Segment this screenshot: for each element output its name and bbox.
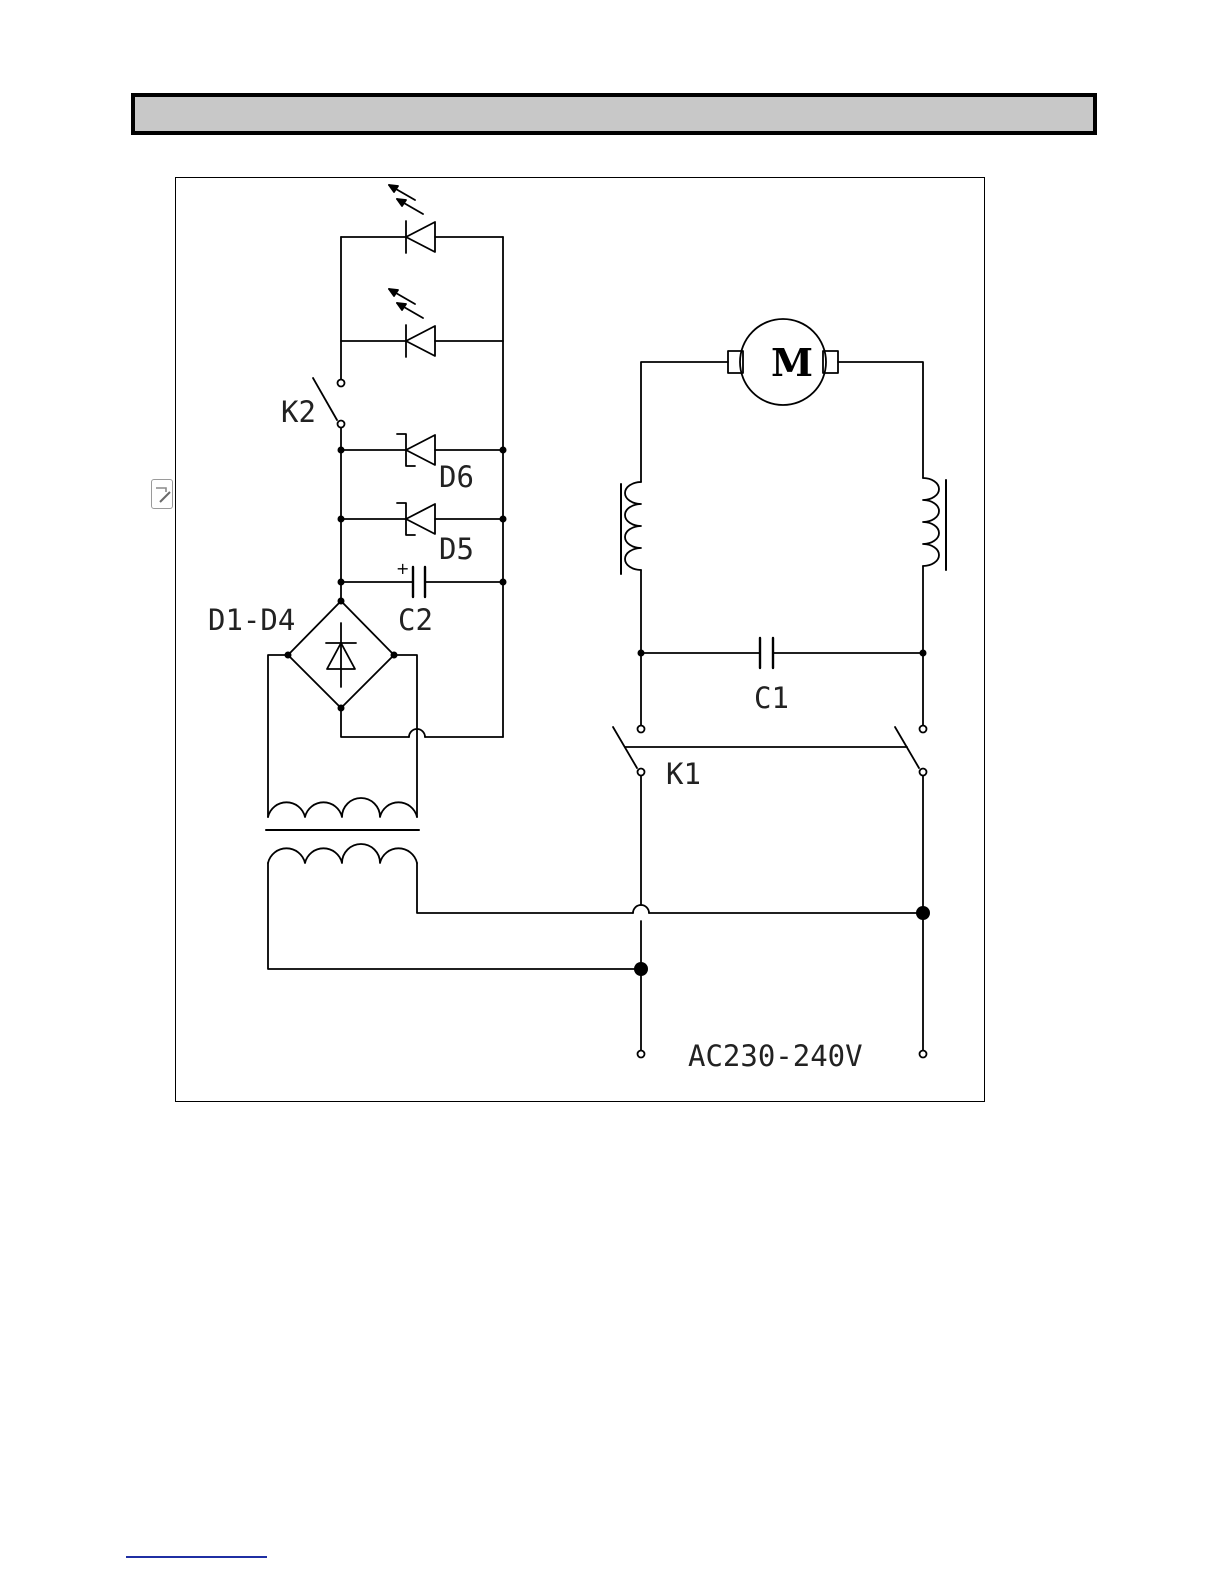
c2-label: C2 [398,603,433,637]
junction-dots [285,447,931,977]
led-1 [341,185,503,253]
k2-switch [313,378,345,583]
k1-switch [613,726,927,1058]
footer-link-rule[interactable] [126,1556,267,1558]
bridge-rectifier [268,583,503,817]
d5-label: D5 [439,532,474,566]
transformer [266,798,923,969]
field-winding-left [621,482,641,725]
k1-label: K1 [666,757,701,791]
c1-label: C1 [754,681,789,715]
motor-label: M [771,340,813,385]
field-winding-right [923,478,946,725]
bridge-label: D1-D4 [208,603,295,637]
circuit-diagram: M K2 D6 D5 + C2 D1-D4 C1 K1 AC230-240V [175,177,985,1102]
c2-capacitor [341,567,503,597]
c2-polarity-label: + [396,559,409,578]
k2-label: K2 [281,395,316,429]
d6-zener [341,434,503,466]
c1-capacitor [641,638,923,668]
led-rails [341,237,503,737]
d6-label: D6 [439,460,474,494]
supply-label: AC230-240V [688,1039,863,1073]
d5-zener [341,503,503,535]
led-2 [341,289,503,357]
